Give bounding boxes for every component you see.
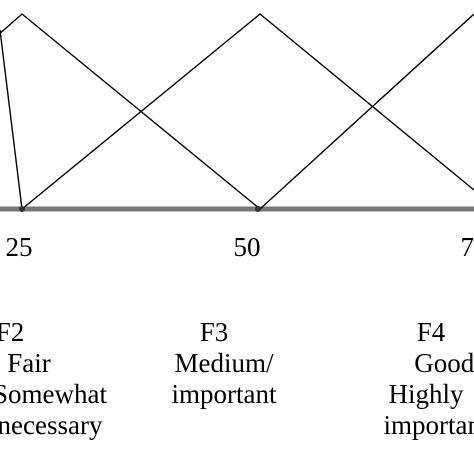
tick-label-25: 25 [5, 232, 33, 262]
fuzzy-code-f4: F4 [416, 317, 446, 347]
membership-triangle-f2 [0, 13, 261, 210]
tick-label-50: 50 [233, 232, 261, 262]
fuzzy-term-f2-line2: Somewhat [0, 379, 107, 409]
fuzzy-code-f3: F3 [199, 317, 229, 347]
fuzzy-code-f2: F2 [0, 317, 25, 347]
fuzzy-term-f4-line2: Highly [388, 379, 464, 409]
membership-triangle-f3 [21, 13, 474, 210]
fuzzy-label-f2: F2 Fair Somewhat necessary [0, 317, 107, 441]
tick-mark-50 [255, 206, 261, 212]
tick-label-75: 75 [460, 232, 474, 262]
fuzzy-label-f3: F3 Medium/ important [172, 317, 277, 410]
tick-mark-25 [19, 206, 25, 212]
membership-triangle-f4 [259, 13, 474, 210]
fuzzy-term-f2-line1: Fair [7, 348, 51, 378]
membership-triangle-f1 [0, 29, 23, 210]
fuzzy-term-f3-line2: important [171, 379, 277, 409]
fuzzy-term-f2-line3: necessary [0, 410, 103, 440]
fuzzy-term-f3-line1: Medium/ [174, 348, 274, 378]
fuzzy-term-f4-line3: important [383, 410, 474, 440]
fuzzy-label-f4: F4 Good/ Highly important [364, 317, 474, 441]
fuzzy-term-f4-line1: Good/ [414, 348, 474, 378]
